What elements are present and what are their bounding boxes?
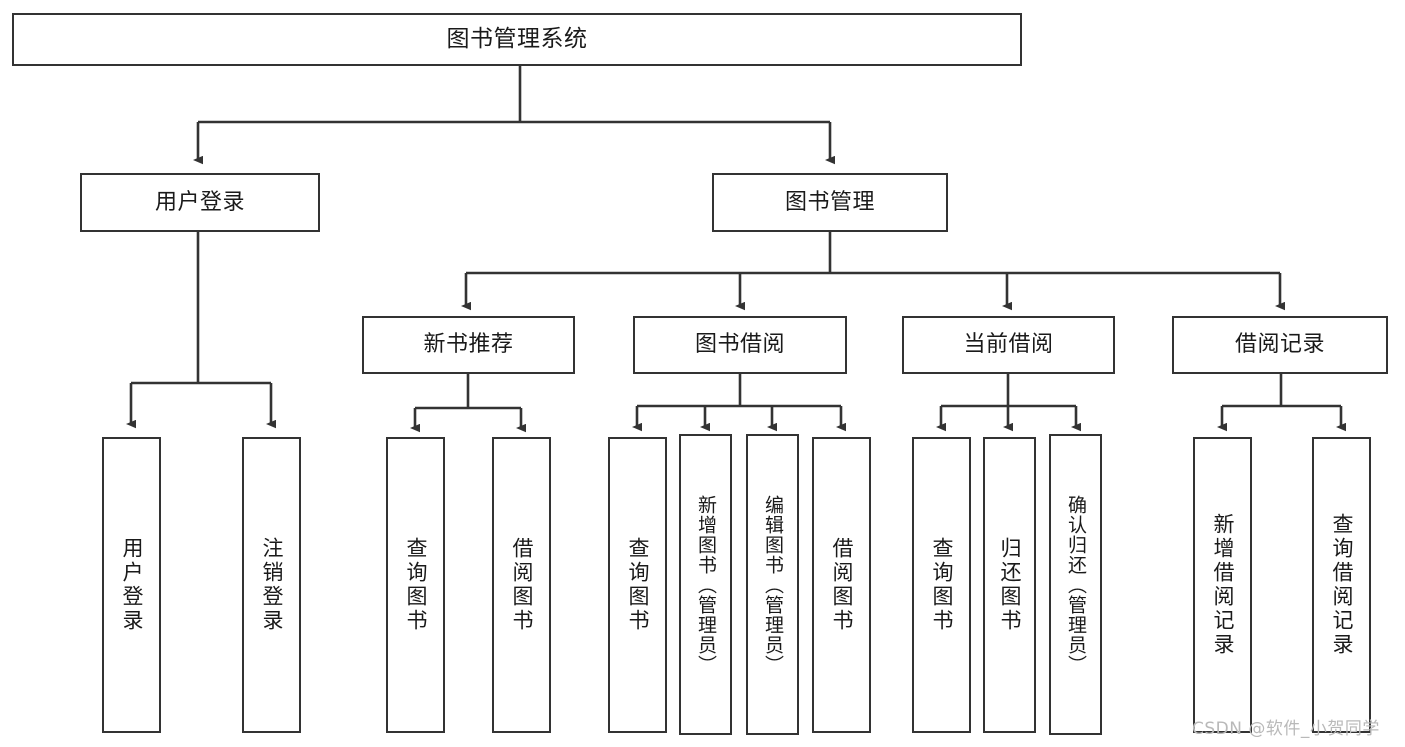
node-label: 归还图书 <box>998 537 1022 633</box>
node-label: 图书借阅 <box>694 332 785 358</box>
node-new-book-recommend[interactable]: 新书推荐 <box>362 316 575 374</box>
watermark-text: CSDN @软件_小贺同学 <box>1192 719 1380 739</box>
node-label: 查询图书 <box>404 537 428 633</box>
node-book-management[interactable]: 图书管理 <box>712 173 948 232</box>
node-label: 图书管理 <box>784 189 875 215</box>
node-leaf-user-login[interactable]: 用户登录 <box>102 437 161 733</box>
node-leaf-return-book[interactable]: 归还图书 <box>983 437 1036 733</box>
node-root-book-management-system[interactable]: 图书管理系统 <box>12 13 1022 66</box>
node-label: 新增借阅记录 <box>1211 513 1235 657</box>
node-leaf-add-book-admin[interactable]: 新增图书（管理员） <box>679 434 732 735</box>
node-label: 用户登录 <box>154 189 245 215</box>
node-label: 编辑图书（管理员） <box>762 494 784 675</box>
node-user-login[interactable]: 用户登录 <box>80 173 320 232</box>
node-label: 查询图书 <box>930 537 954 633</box>
node-leaf-query-book-recommend[interactable]: 查询图书 <box>386 437 445 733</box>
node-current-borrow[interactable]: 当前借阅 <box>902 316 1115 374</box>
node-label: 借阅图书 <box>510 537 534 633</box>
node-leaf-confirm-return-admin[interactable]: 确认归还（管理员） <box>1049 434 1102 735</box>
node-leaf-query-book-borrow[interactable]: 查询图书 <box>608 437 667 733</box>
node-label: 确认归还（管理员） <box>1065 494 1087 675</box>
node-label: 当前借阅 <box>963 332 1054 358</box>
node-label: 注销登录 <box>260 537 284 633</box>
node-leaf-query-book-current[interactable]: 查询图书 <box>912 437 971 733</box>
node-leaf-logout[interactable]: 注销登录 <box>242 437 301 733</box>
node-leaf-query-borrow-record[interactable]: 查询借阅记录 <box>1312 437 1371 733</box>
node-book-borrow[interactable]: 图书借阅 <box>633 316 847 374</box>
node-label: 查询图书 <box>626 537 650 633</box>
node-leaf-add-borrow-record[interactable]: 新增借阅记录 <box>1193 437 1252 733</box>
node-leaf-edit-book-admin[interactable]: 编辑图书（管理员） <box>746 434 799 735</box>
node-label: 新书推荐 <box>423 332 514 358</box>
node-leaf-borrow-book-recommend[interactable]: 借阅图书 <box>492 437 551 733</box>
node-label: 用户登录 <box>120 537 144 633</box>
node-leaf-borrow-book[interactable]: 借阅图书 <box>812 437 871 733</box>
node-label: 新增图书（管理员） <box>695 494 717 675</box>
node-label: 查询借阅记录 <box>1330 513 1354 657</box>
node-label: 借阅图书 <box>830 537 854 633</box>
node-label: 借阅记录 <box>1234 332 1325 358</box>
node-borrow-record[interactable]: 借阅记录 <box>1172 316 1388 374</box>
node-label: 图书管理系统 <box>446 25 588 52</box>
